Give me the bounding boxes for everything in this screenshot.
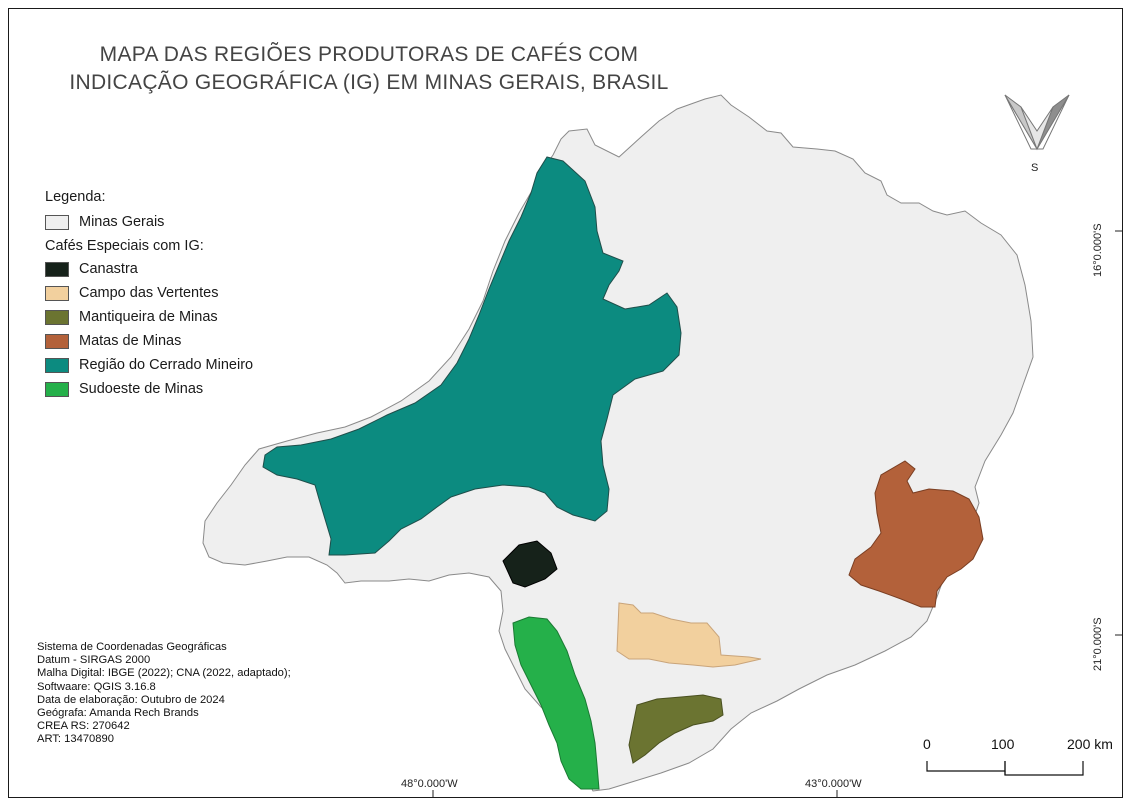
region-campo-das-vertentes [616, 602, 762, 668]
metadata-line: Malha Digital: IBGE (2022); CNA (2022, a… [37, 667, 291, 680]
region-matas-de-minas [848, 460, 984, 608]
legend-label-minas-gerais: Minas Gerais [79, 214, 165, 230]
legend-label-sudoeste-de-minas: Sudoeste de Minas [79, 381, 204, 397]
metadata-line: ART: 13470890 [37, 733, 114, 746]
map-metadata: Sistema de Coordenadas Geográficas Datum… [37, 641, 291, 747]
legend-item-canastra: Canastra [45, 257, 253, 281]
legend-swatch-campo-das-vertentes [45, 285, 69, 301]
region-canastra [502, 540, 558, 588]
legend-item-minas-gerais: Minas Gerais [45, 210, 253, 234]
map-title-line-1: MAPA DAS REGIÕES PRODUTORAS DE CAFÉS COM [99, 43, 639, 66]
legend-item-mantiqueira-de-minas: Mantiqueira de Minas [45, 305, 253, 329]
map-title-line-2: INDICAÇÃO GEOGRÁFICA (IG) EM MINAS GERAI… [69, 71, 669, 94]
legend: Legenda: Minas Gerais Cafés Especiais co… [45, 187, 253, 401]
legend-swatch-canastra [45, 261, 69, 277]
region-sudoeste-de-minas [512, 616, 600, 790]
legend-label-canastra: Canastra [79, 261, 138, 277]
region-mantiqueira-de-minas [628, 694, 724, 764]
map-frame: S 16°0.000'S 21°0.000'S 48°0.000'W 43°0.… [8, 8, 1123, 798]
lon-left-label: 48°0.000'W [401, 778, 458, 790]
metadata-line: CREA RS: 270642 [37, 720, 130, 733]
scale-bar: 0 100 200 km [923, 736, 1113, 776]
region-cerrado-mineiro [262, 156, 682, 556]
legend-label-campo-das-vertentes: Campo das Vertentes [79, 285, 219, 301]
legend-label-cerrado-mineiro: Região do Cerrado Mineiro [79, 357, 254, 373]
lat-top-label: 16°0.000'S [1092, 223, 1104, 277]
north-arrow-label: S [1031, 162, 1038, 174]
scale-label-100: 100 [991, 736, 1015, 752]
north-arrow-icon [1004, 94, 1070, 151]
legend-item-sudoeste-de-minas: Sudoeste de Minas [45, 377, 253, 401]
scale-label-200: 200 km [1067, 736, 1113, 752]
legend-item-matas-de-minas: Matas de Minas [45, 329, 253, 353]
map-canvas: S 16°0.000'S 21°0.000'S 48°0.000'W 43°0.… [202, 94, 1122, 797]
region-minas-gerais [202, 94, 1034, 792]
legend-swatch-mantiqueira-de-minas [45, 309, 69, 325]
metadata-line: Data de elaboração: Outubro de 2024 [37, 693, 225, 706]
legend-item-campo-das-vertentes: Campo das Vertentes [45, 281, 253, 305]
metadata-line: Sistema de Coordenadas Geográficas [37, 641, 227, 653]
metadata-line: Softwaare: QGIS 3.16.8 [37, 680, 156, 693]
legend-item-cerrado-mineiro: Região do Cerrado Mineiro [45, 353, 253, 377]
lat-bottom-label: 21°0.000'S [1092, 617, 1104, 671]
lon-right-label: 43°0.000'W [805, 778, 862, 790]
metadata-line: Datum - SIRGAS 2000 [37, 654, 151, 667]
legend-swatch-matas-de-minas [45, 333, 69, 349]
legend-swatch-cerrado-mineiro [45, 357, 69, 373]
metadata-line: Geógrafa: Amanda Rech Brands [37, 707, 199, 720]
legend-swatch-sudoeste-de-minas [45, 381, 69, 397]
legend-label-matas-de-minas: Matas de Minas [79, 333, 182, 349]
scale-label-0: 0 [923, 736, 931, 752]
legend-label-mantiqueira-de-minas: Mantiqueira de Minas [79, 309, 218, 325]
legend-swatch-minas-gerais [45, 214, 69, 230]
legend-heading: Legenda: [45, 189, 106, 205]
legend-group-heading: Cafés Especiais com IG: [45, 238, 204, 254]
